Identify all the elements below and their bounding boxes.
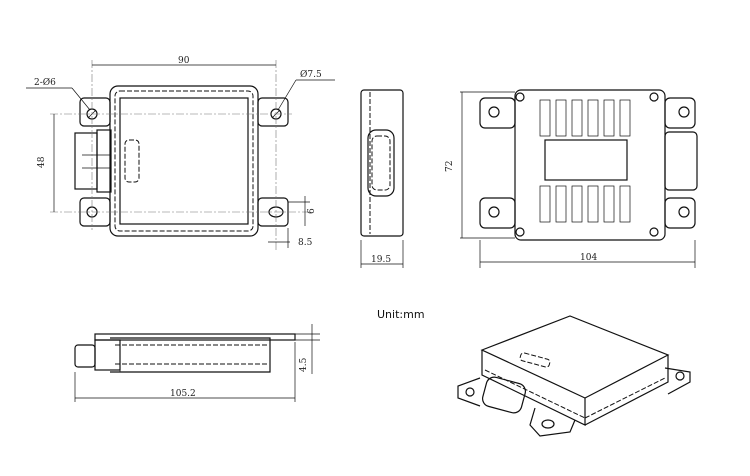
top-view [26,60,335,250]
side-view [360,89,404,268]
dim-height-72: 72 [445,161,455,172]
bottom-view [460,89,698,268]
dim-height-48: 48 [37,156,47,168]
dim-width-104: 104 [580,253,597,263]
dim-hole-large: Ø7.5 [300,69,322,80]
dim-depth-19-5: 19.5 [371,255,391,265]
dim-length-105-2: 105.2 [170,389,196,399]
dim-hole-small: 2-Ø6 [34,77,56,88]
front-view [74,324,320,402]
dim-thickness-4-5: 4.5 [299,357,309,372]
dim-slot-8-5: 8.5 [298,238,313,248]
unit-label: Unit:mm [377,308,425,321]
dim-slot-6: 6 [307,208,317,214]
isometric-view [457,315,691,437]
dim-width-90: 90 [178,56,190,66]
